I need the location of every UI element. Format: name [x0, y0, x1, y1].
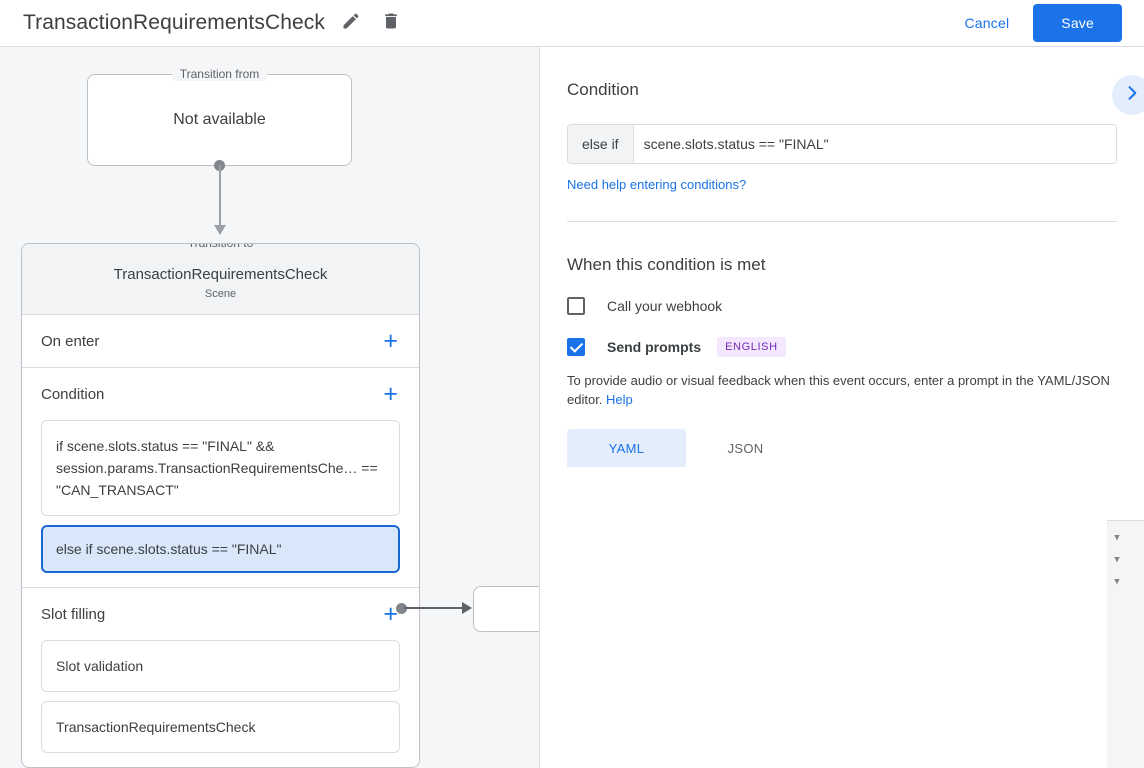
tab-yaml[interactable]: YAML	[567, 429, 686, 467]
send-prompts-label: Send prompts	[607, 339, 702, 355]
connector-line-vertical	[219, 165, 221, 227]
add-on-enter-button[interactable]: +	[383, 326, 398, 355]
editor-format-tabs: YAML JSON	[567, 429, 1117, 467]
connector-dot-selected	[396, 603, 407, 614]
section-on-enter: On enter +	[22, 315, 419, 368]
section-title-slot-filling: Slot filling	[41, 605, 106, 623]
prompts-description: To provide audio or visual feedback when…	[567, 371, 1117, 409]
gutter-line: ▼ 1	[1107, 527, 1144, 549]
prompts-help-link[interactable]: Help	[606, 392, 633, 407]
collapse-panel-button[interactable]	[1112, 75, 1144, 115]
connector-arrow-down	[214, 225, 226, 235]
gutter-line: ▼ 3	[1107, 571, 1144, 593]
condition-help-link[interactable]: Need help entering conditions?	[567, 177, 747, 192]
condition-expression-field[interactable]: scene.slots.status == "FINAL"	[633, 125, 1116, 163]
add-condition-button[interactable]: +	[383, 379, 398, 408]
save-button[interactable]: Save	[1033, 4, 1122, 42]
call-webhook-checkbox[interactable]	[567, 297, 585, 315]
when-condition-met-section: When this condition is met Call your web…	[540, 222, 1144, 467]
section-divider	[567, 221, 1117, 222]
slot-filling-item[interactable]: Slot validation	[41, 640, 400, 692]
line-number: 2	[1127, 553, 1144, 568]
scene-header: TransactionRequirementsCheck Scene	[22, 244, 419, 315]
pencil-icon	[341, 11, 361, 36]
when-met-heading: When this condition is met	[567, 255, 766, 274]
yaml-editor[interactable]: ▼ 1 ▼ 2 ▼ 3 ▼ 4 ▼ 5 candidates: - first_	[1107, 520, 1144, 768]
transition-from-legend: Transition from	[171, 67, 268, 81]
page-title: TransactionRequirementsCheck	[23, 11, 325, 34]
gutter-line: ▼ 5	[1107, 615, 1144, 637]
condition-input[interactable]: else if scene.slots.status == "FINAL"	[567, 124, 1117, 164]
send-prompts-checkbox[interactable]	[567, 338, 585, 356]
line-number: 1	[1127, 531, 1144, 546]
condition-heading: Condition	[567, 80, 639, 99]
tab-json[interactable]: JSON	[727, 440, 764, 456]
add-slot-filling-button[interactable]: +	[383, 599, 398, 628]
connector-arrow-right	[462, 602, 472, 614]
transition-to-card[interactable]: Transition to TransactionRequirementsChe…	[21, 243, 420, 768]
cancel-button[interactable]: Cancel	[953, 6, 1022, 40]
line-number: 5	[1127, 619, 1144, 634]
webhook-row[interactable]: Call your webhook	[567, 297, 1117, 315]
line-number: 3	[1127, 575, 1144, 590]
language-badge: ENGLISH	[717, 337, 786, 357]
line-number: 4	[1127, 597, 1144, 612]
transition-to-legend: Transition to	[179, 244, 262, 250]
editor-gutter: ▼ 1 ▼ 2 ▼ 3 ▼ 4 ▼ 5	[1107, 521, 1144, 768]
scene-name: TransactionRequirementsCheck	[113, 266, 328, 283]
condition-operator-label: else if	[568, 125, 634, 163]
flow-canvas[interactable]: Transition from Not available Transition…	[0, 47, 540, 768]
call-webhook-label: Call your webhook	[607, 298, 723, 314]
send-prompts-row[interactable]: Send prompts ENGLISH	[567, 337, 1117, 357]
condition-item[interactable]: if scene.slots.status == "FINAL" && sess…	[41, 420, 400, 516]
fold-toggle-icon[interactable]: ▼	[1114, 555, 1120, 565]
target-node-card[interactable]	[473, 586, 540, 632]
section-slot-filling: Slot filling + Slot validation Transacti…	[22, 588, 419, 767]
gutter-line: ▼ 2	[1107, 549, 1144, 571]
transition-from-value: Not available	[173, 111, 266, 128]
fold-toggle-icon[interactable]: ▼	[1114, 577, 1120, 587]
trash-icon	[381, 11, 401, 36]
panel-divider	[539, 47, 540, 768]
section-title-on-enter: On enter	[41, 332, 100, 350]
delete-button[interactable]	[377, 9, 405, 37]
condition-section: Condition else if scene.slots.status == …	[540, 47, 1144, 222]
section-title-condition: Condition	[41, 385, 105, 403]
chevron-right-icon	[1122, 83, 1142, 108]
prompts-description-text: To provide audio or visual feedback when…	[567, 373, 1110, 407]
app-header: TransactionRequirementsCheck Cancel Save	[0, 0, 1144, 47]
scene-type: Scene	[204, 288, 237, 300]
edit-title-button[interactable]	[337, 9, 365, 37]
section-condition: Condition + if scene.slots.status == "FI…	[22, 368, 419, 588]
gutter-line: ▼ 4	[1107, 593, 1144, 615]
slot-filling-item[interactable]: TransactionRequirementsCheck	[41, 701, 400, 753]
condition-item-selected[interactable]: else if scene.slots.status == "FINAL"	[41, 525, 400, 573]
connector-line-horizontal	[404, 607, 463, 609]
details-panel: Condition else if scene.slots.status == …	[540, 47, 1144, 768]
fold-toggle-icon[interactable]: ▼	[1114, 533, 1120, 543]
transition-from-card[interactable]: Transition from Not available	[87, 67, 352, 166]
